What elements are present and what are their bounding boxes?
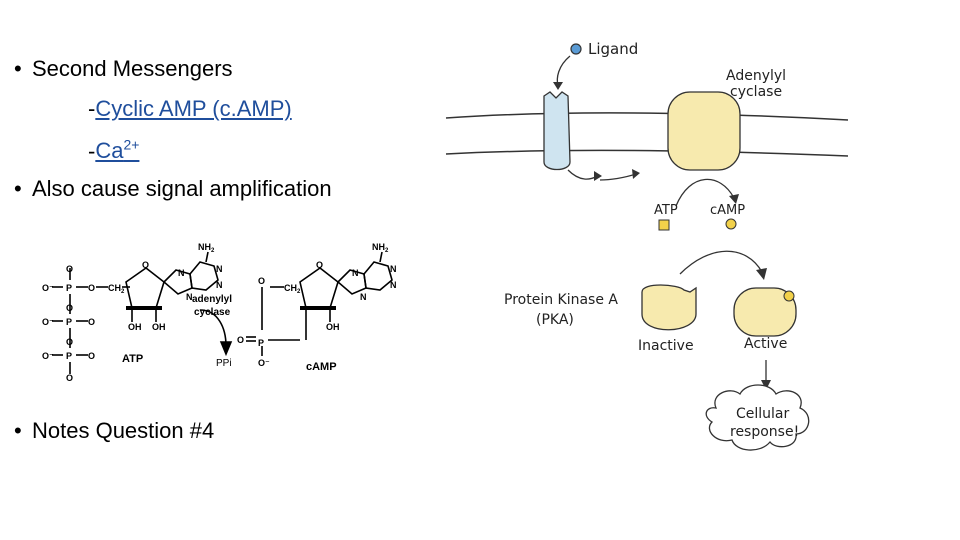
inactive-label: Inactive [638, 338, 694, 354]
svg-text:O⁻: O⁻ [258, 358, 270, 368]
ppi-label: PPi [216, 358, 232, 369]
enzyme-label-line1: adenylyl [192, 294, 232, 305]
ligand-icon [570, 43, 582, 55]
svg-text:P: P [66, 283, 72, 293]
calcium-text: Ca [95, 138, 124, 164]
bullet-text: Notes Question #4 [32, 418, 215, 443]
calcium-charge: 2+ [123, 137, 140, 153]
nh2-label-right: NH2 [372, 242, 389, 254]
bullet-notes-question: • Notes Question #4 [14, 418, 214, 444]
svg-text:O: O [237, 335, 244, 345]
svg-text:P: P [66, 317, 72, 327]
svg-text:N: N [352, 268, 359, 278]
svg-text:O⁻: O⁻ [42, 283, 54, 293]
camp-signaling-pathway-diagram: Ligand Adenylyl cyclase ATP cAMP Protein… [445, 40, 849, 451]
pka-label-line2: (PKA) [536, 312, 574, 328]
adenylyl-label-line1: Adenylyl [726, 68, 786, 84]
svg-text:O: O [66, 264, 73, 274]
bullet-dot: • [14, 56, 22, 81]
svg-text:O⁻: O⁻ [42, 317, 54, 327]
svg-text:O: O [88, 351, 95, 361]
pka-inactive-icon [641, 284, 697, 331]
bullet-text: Second Messengers [32, 56, 233, 81]
pka-active-icon [733, 287, 797, 337]
pka-label-line1: Protein Kinase A [504, 292, 618, 308]
svg-text:O: O [88, 317, 95, 327]
atp-icon [658, 219, 670, 231]
svg-text:N: N [216, 264, 223, 274]
svg-text:O⁻: O⁻ [42, 351, 54, 361]
calcium-link[interactable]: Ca2+ [95, 137, 140, 164]
svg-text:O: O [66, 303, 73, 313]
bullet-text: Also cause signal amplification [32, 176, 332, 201]
camp-icon [725, 218, 737, 230]
svg-text:O: O [88, 283, 95, 293]
svg-text:O: O [66, 337, 73, 347]
svg-text:N: N [186, 292, 193, 302]
svg-text:OH: OH [326, 322, 340, 332]
svg-text:O: O [66, 373, 73, 383]
adenylyl-label-line2: cyclase [730, 84, 782, 100]
bound-camp-icon [783, 290, 795, 302]
svg-text:O: O [316, 260, 323, 270]
sub-item-camp[interactable]: -Cyclic AMP (c.AMP) [88, 96, 292, 122]
membrane-inner-line [445, 149, 849, 157]
adenylyl-cyclase-icon [667, 91, 741, 171]
bullet-amplification: • Also cause signal amplification [14, 176, 332, 202]
sub-dash: - [88, 96, 96, 121]
svg-text:N: N [216, 280, 223, 290]
response-label-line2: response! [730, 424, 799, 440]
ch2-label-right: CH2 [284, 283, 301, 295]
membrane-outer-line [445, 112, 849, 121]
atp-molecule-label: ATP [122, 353, 143, 365]
svg-text:N: N [390, 264, 397, 274]
active-label: Active [744, 336, 787, 352]
sub-item-calcium[interactable]: -Ca2+ [88, 137, 139, 164]
response-label-line1: Cellular [736, 406, 790, 422]
bullet-dot: • [14, 176, 22, 201]
svg-text:N: N [178, 268, 185, 278]
svg-text:P: P [66, 351, 72, 361]
atp-to-camp-reaction-diagram: O P O P O P O O⁻ O⁻ O⁻ O O O CH2 O OH OH… [42, 242, 397, 383]
svg-text:O: O [142, 260, 149, 270]
nh2-label-left: NH2 [198, 242, 215, 254]
sub-dash: - [88, 138, 96, 164]
atp-label: ATP [654, 203, 678, 218]
bullet-second-messengers: • Second Messengers [14, 56, 233, 82]
ligand-label: Ligand [588, 40, 638, 58]
camp-link[interactable]: Cyclic AMP (c.AMP) [95, 96, 292, 121]
camp-molecule-label: cAMP [306, 361, 337, 373]
bullet-dot: • [14, 418, 22, 443]
enzyme-label-line2: cyclase [194, 307, 231, 318]
svg-text:P: P [258, 338, 264, 348]
receptor-icon [543, 91, 571, 171]
camp-label: cAMP [710, 203, 745, 218]
ch2-label-left: CH2 [108, 283, 125, 295]
svg-text:O: O [258, 276, 265, 286]
svg-text:N: N [390, 280, 397, 290]
svg-text:OH: OH [152, 322, 166, 332]
svg-text:N: N [360, 292, 367, 302]
cellular-response-cloud-icon [705, 384, 810, 451]
svg-text:OH: OH [128, 322, 142, 332]
